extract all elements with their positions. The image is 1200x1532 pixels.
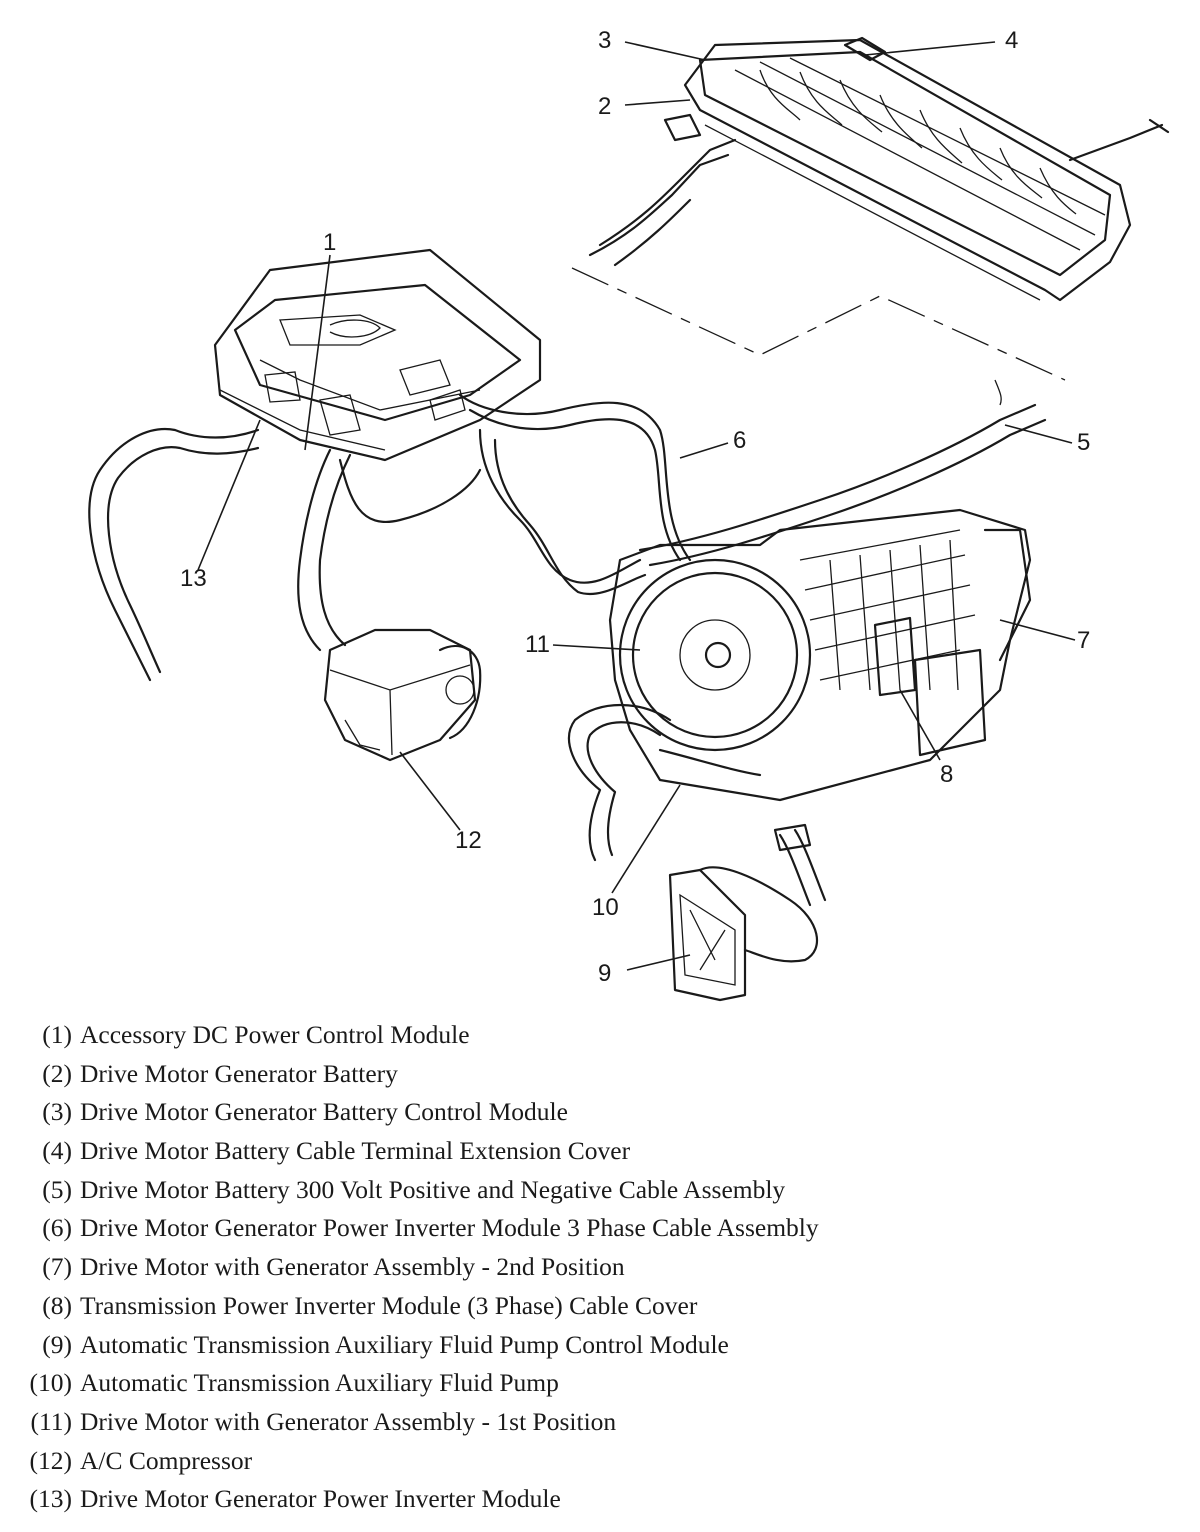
callout-labels: 1 2 3 4 5 6 7 8 9 10 11 12 13	[180, 27, 1090, 987]
connector-dashed-lines	[571, 267, 1066, 406]
callout-3: 3	[598, 27, 611, 54]
component-diagram: 1 2 3 4 5 6 7 8 9 10 11 12 13	[88, 27, 1170, 1002]
leader-lines	[197, 41, 1076, 971]
battery-cable-illustration	[638, 403, 1047, 567]
phase-cable-assembly-illustration	[297, 393, 692, 652]
legend-item: (9) Automatic Transmission Auxiliary Flui…	[18, 1326, 1178, 1365]
callout-11: 11	[525, 631, 550, 658]
callout-7: 7	[1077, 627, 1090, 654]
legend-text: Drive Motor Battery Cable Terminal Exten…	[80, 1136, 631, 1166]
legend-text: Transmission Power Inverter Module (3 Ph…	[80, 1290, 698, 1320]
legend-number: (1)	[42, 1020, 72, 1049]
legend-number: (9)	[42, 1329, 72, 1359]
aux-pump-hose-illustration	[567, 704, 762, 862]
legend-number: (7)	[42, 1252, 72, 1282]
callout-10: 10	[592, 894, 619, 921]
legend-number: (2)	[42, 1058, 72, 1088]
legend-text: Automatic Transmission Auxiliary Fluid P…	[80, 1329, 729, 1359]
legend-number: (8)	[42, 1290, 72, 1320]
ac-compressor-illustration	[323, 628, 482, 762]
legend-item: (11) Drive Motor with Generator Assembly …	[18, 1403, 1178, 1442]
legend-text: Drive Motor Generator Power Inverter Mod…	[80, 1213, 819, 1243]
callout-1: 1	[323, 229, 336, 256]
legend-number: (4)	[42, 1136, 72, 1166]
callout-9: 9	[598, 960, 611, 987]
legend-text: Drive Motor Generator Battery	[80, 1058, 398, 1088]
legend-number: (5)	[42, 1174, 72, 1204]
legend-item: (12) A/C Compressor	[18, 1442, 1178, 1481]
legend-item: (2) Drive Motor Generator Battery	[18, 1055, 1178, 1094]
callout-8: 8	[940, 761, 953, 788]
callout-4: 4	[1005, 27, 1018, 54]
legend-number: (6)	[42, 1213, 72, 1243]
legend-number: (12)	[29, 1445, 72, 1475]
callout-6: 6	[733, 427, 746, 454]
legend-number: (10)	[29, 1368, 72, 1398]
legend-number: (3)	[42, 1097, 72, 1127]
legend-text: Automatic Transmission Auxiliary Fluid P…	[80, 1368, 559, 1398]
callout-2: 2	[598, 93, 611, 120]
legend-item: (1) Accessory DC Power Control Module	[18, 1016, 1178, 1055]
legend-item: (4) Drive Motor Battery Cable Terminal Ex…	[18, 1132, 1178, 1171]
parts-legend: (1) Accessory DC Power Control Module (2)…	[18, 1016, 1178, 1519]
inverter-module-illustration	[213, 248, 542, 462]
pump-control-module-illustration	[668, 823, 827, 1002]
legend-item: (8) Transmission Power Inverter Module (3…	[18, 1287, 1178, 1326]
battery-pack-illustration	[588, 36, 1170, 302]
legend-item: (10) Automatic Transmission Auxiliary Flu…	[18, 1364, 1178, 1403]
transmission-illustration	[608, 508, 1032, 802]
legend-text: Drive Motor Generator Power Inverter Mod…	[80, 1484, 561, 1514]
callout-12: 12	[455, 827, 482, 854]
legend-item: (3) Drive Motor Generator Battery Control…	[18, 1093, 1178, 1132]
legend-item: (5) Drive Motor Battery 300 Volt Positive…	[18, 1171, 1178, 1210]
callout-5: 5	[1077, 429, 1090, 456]
legend-text: Accessory DC Power Control Module	[80, 1020, 470, 1049]
coolant-hose-illustration	[88, 427, 260, 682]
legend-item: (6) Drive Motor Generator Power Inverter …	[18, 1209, 1178, 1248]
legend-item: (7) Drive Motor with Generator Assembly -…	[18, 1248, 1178, 1287]
legend-text: Drive Motor with Generator Assembly - 2n…	[80, 1252, 625, 1282]
legend-number: (11)	[30, 1406, 72, 1436]
legend-text: A/C Compressor	[80, 1445, 253, 1475]
callout-13: 13	[180, 565, 207, 592]
legend-text: Drive Motor with Generator Assembly - 1s…	[80, 1406, 617, 1436]
legend-text: Drive Motor Generator Battery Control Mo…	[80, 1097, 568, 1127]
legend-item: (13) Drive Motor Generator Power Inverter…	[18, 1480, 1178, 1519]
legend-number: (13)	[29, 1484, 72, 1514]
legend-text: Drive Motor Battery 300 Volt Positive an…	[80, 1174, 786, 1204]
